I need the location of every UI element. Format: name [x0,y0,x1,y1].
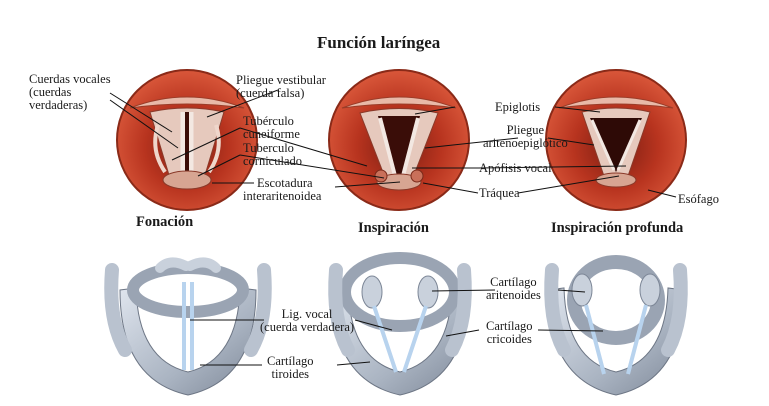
page-title: Función laríngea [317,33,440,53]
label-pliegue-vestibular: Pliegue vestibular (cuerda falsa) [236,74,326,100]
label-tuberculo-cuneiforme: Tubérculo cuneiforme [243,115,300,141]
label-esofago: Esófago [678,193,719,206]
label-cartilago-aritenoides: Cartílago aritenoides [486,276,541,302]
phase-caption-phonation: Fonación [136,214,193,231]
label-cartilago-tiroides: Cartílago tiroides [267,355,314,381]
label-lig-vocal: Lig. vocal (cuerda verdadera) [260,308,354,334]
label-traquea: Tráquea [479,187,520,200]
label-pliegue-aritenoepiglotico: Pliegue aritenoepiglótico [483,124,568,150]
label-apofisis-vocal: Apófisis vocal [479,162,552,175]
label-cuerdas-vocales: Cuerdas vocales (cuerdas verdaderas) [29,73,111,112]
cartilage-view-deep-inspiration [548,262,684,395]
label-cartilago-cricoides: Cartílago cricoides [486,320,533,346]
label-tuberculo-corniculado: Tuberculo corniculado [243,142,302,168]
phase-caption-deep-inspiration: Inspiración profunda [551,220,683,237]
label-epiglotis: Epiglotis [495,101,540,114]
larynx-view-inspiration [329,70,469,210]
label-escotadura-interaritenoidea: Escotadura interaritenoidea [243,177,321,203]
cartilage-view-phonation [111,262,265,395]
phase-caption-inspiration: Inspiración [358,220,429,237]
